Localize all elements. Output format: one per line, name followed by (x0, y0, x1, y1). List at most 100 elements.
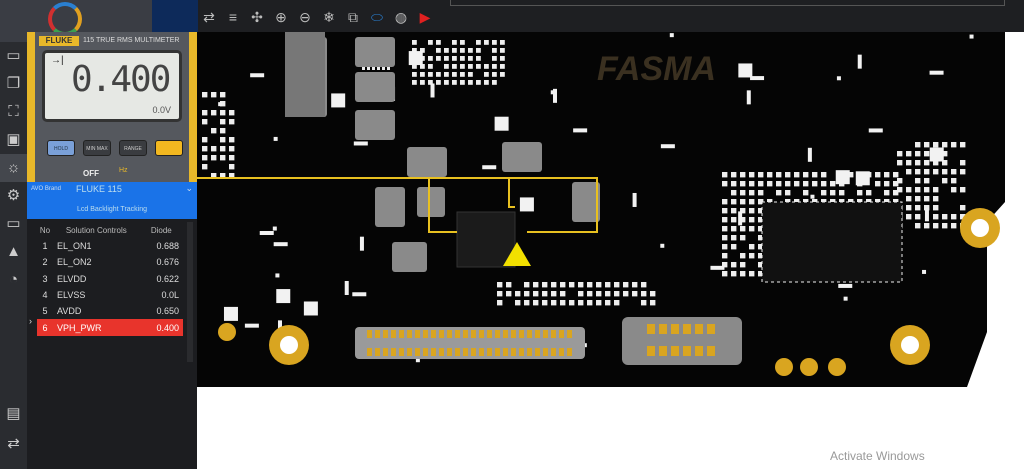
avo-brand-select[interactable]: AVO Brand FLUKE 115 ⌄ Lcd Backlight Trac… (27, 182, 197, 219)
drive-icon[interactable]: ▲ (6, 243, 21, 260)
pad (924, 169, 930, 175)
silkscreen (353, 141, 368, 146)
board-thumbnail[interactable] (152, 0, 198, 32)
pad (794, 181, 800, 187)
pad (893, 172, 899, 178)
hold-button[interactable]: HOLD (47, 140, 75, 156)
pad (202, 164, 208, 170)
solution-panel: AVO Brand FLUKE 115 ⌄ Lcd Backlight Trac… (27, 182, 197, 469)
pad (492, 48, 497, 53)
pad (452, 64, 457, 69)
silkscreen (276, 289, 291, 304)
pad (229, 146, 235, 152)
pad (942, 169, 948, 175)
connector-pin (399, 348, 404, 356)
row-number: 4 (42, 290, 48, 301)
pad (650, 300, 656, 306)
pad (444, 56, 449, 61)
screen-icon[interactable]: ▭ (6, 47, 21, 64)
disk-icon[interactable]: ▤ (6, 405, 21, 422)
files-icon[interactable]: ❐ (6, 75, 21, 92)
connector-pin (503, 348, 508, 356)
pad (758, 235, 764, 241)
silkscreen (415, 358, 420, 363)
menu-icon[interactable]: ≡ (228, 9, 238, 25)
minmax-button[interactable]: MIN MAX (83, 140, 111, 156)
pad (492, 64, 497, 69)
pad (758, 199, 764, 205)
connector-pin (479, 330, 484, 338)
pad (866, 190, 872, 196)
chevron-down-icon[interactable]: ⌄ (185, 183, 193, 193)
pad (382, 67, 385, 70)
pad (740, 181, 746, 187)
pad (460, 40, 465, 45)
globe-icon[interactable]: ◍ (394, 9, 408, 25)
pad (614, 291, 620, 297)
pad (758, 190, 764, 196)
pad (740, 271, 746, 277)
yellow-button[interactable] (155, 140, 183, 156)
silkscreen (922, 269, 927, 274)
pad (749, 244, 755, 250)
left-sidebar: ▭ ❐ ⛶ ▣ ☼ ⚙ ▭ ▲ ◔ ▤ ⇄ (0, 42, 27, 469)
layers-icon[interactable]: ⧉ (348, 9, 358, 25)
pad (420, 48, 425, 53)
pad (740, 199, 746, 205)
pad (884, 190, 890, 196)
pad (220, 173, 226, 179)
row-number: 5 (42, 306, 48, 317)
meter-icon[interactable]: ◔ (8, 271, 19, 288)
silkscreen (553, 88, 558, 103)
chip-icon[interactable]: ▣ (6, 131, 21, 148)
pad (731, 190, 737, 196)
pad (951, 223, 957, 229)
meter-display: →| 0.400 0.0V (42, 50, 182, 122)
pad (436, 56, 441, 61)
record-icon[interactable]: ▶ (419, 9, 431, 25)
pad (578, 291, 584, 297)
pad (524, 300, 530, 306)
pad (722, 262, 728, 268)
pad (731, 271, 737, 277)
pad (830, 181, 836, 187)
pad (497, 300, 503, 306)
pad (524, 282, 530, 288)
pad (749, 226, 755, 232)
pad (428, 80, 433, 85)
pad (960, 142, 966, 148)
pad (951, 214, 957, 220)
pad (915, 142, 921, 148)
snowflake-icon[interactable]: ❄ (323, 9, 335, 25)
pad (915, 223, 921, 229)
range-button[interactable]: RANGE (119, 140, 147, 156)
pcb-board-view[interactable]: FASMA (197, 32, 1005, 387)
swap-icon[interactable]: ⇄ (7, 435, 20, 452)
pad (848, 172, 854, 178)
move-icon[interactable]: ✣ (251, 9, 263, 25)
fit-icon[interactable]: ⛶ (8, 103, 19, 120)
row-solution: ELVSS (57, 290, 86, 301)
bulb-icon[interactable]: ☼ (0, 154, 27, 182)
connector-pin (375, 348, 380, 356)
connector-pin (659, 324, 667, 334)
pad (915, 187, 921, 193)
connector-pin (535, 348, 540, 356)
zoom-out-icon[interactable]: ⊖ (299, 9, 311, 25)
scrollbar[interactable] (187, 222, 193, 362)
pad (468, 80, 473, 85)
row-solution: AVDD (57, 306, 82, 317)
laptop-gear-icon[interactable]: ⚙ (6, 187, 21, 204)
swap-icon[interactable]: ⇄ (203, 9, 215, 25)
monitor-icon[interactable]: ▭ (6, 215, 21, 232)
row-solution: EL_ON1 (57, 241, 92, 252)
silkscreen (929, 147, 944, 162)
layer-toggle-icon[interactable]: ⬭ (371, 9, 383, 25)
zoom-in-icon[interactable]: ⊕ (275, 9, 287, 25)
